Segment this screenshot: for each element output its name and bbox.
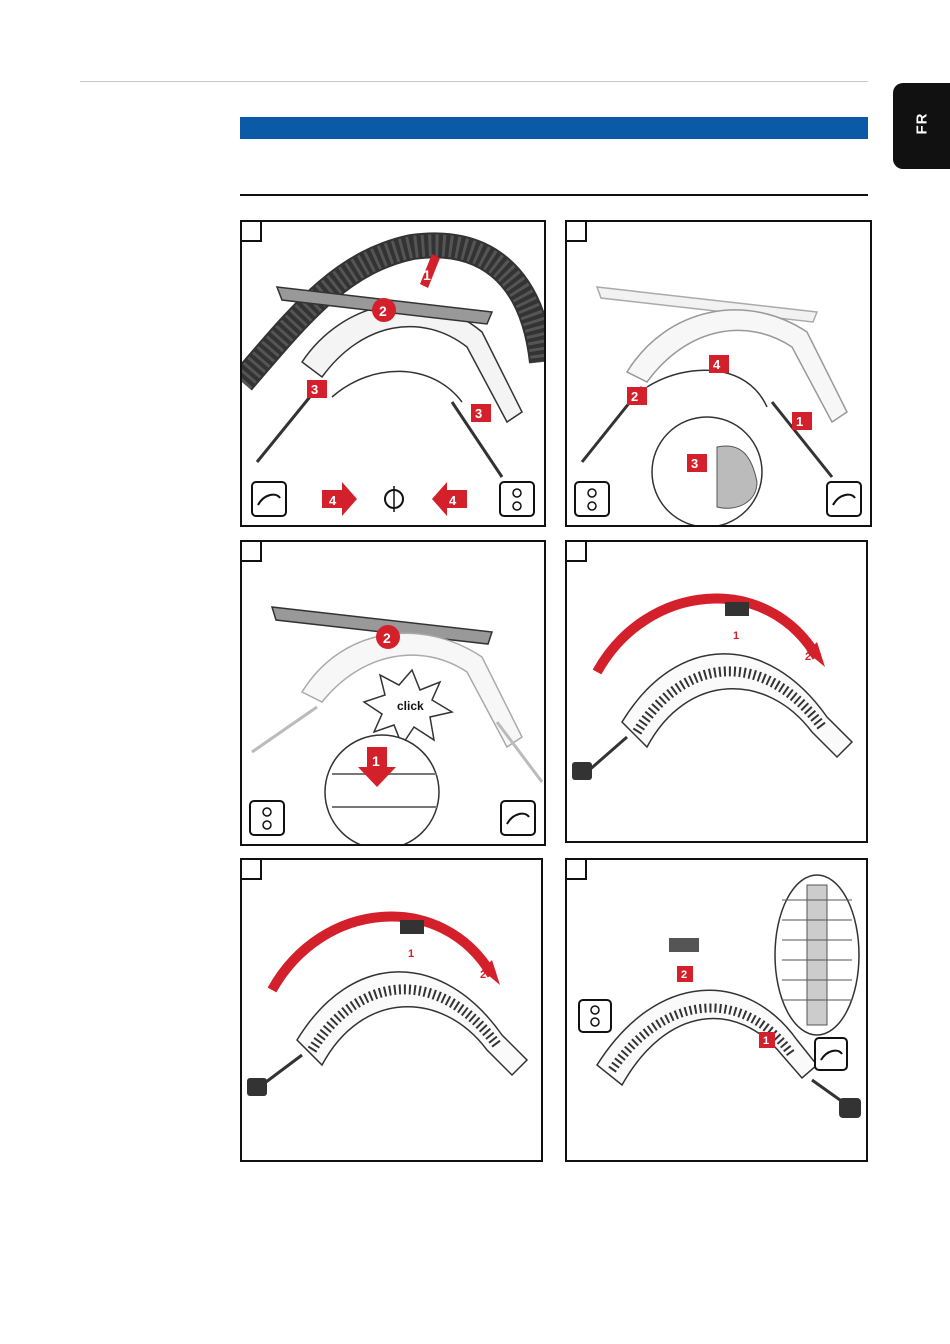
clip-part: [725, 602, 749, 616]
torch-nozzle: [572, 762, 592, 780]
svg-text:2: 2: [631, 389, 638, 404]
figure-panel-4: 1 2: [565, 540, 868, 843]
arrow-callout-1: 1: [408, 948, 414, 960]
svg-text:1: 1: [423, 267, 431, 283]
svg-text:1: 1: [372, 753, 380, 769]
torch-neck: [262, 1055, 302, 1085]
click-label: click: [397, 699, 424, 713]
figure-panel-1: 1 2 3 3 4 4: [240, 220, 546, 527]
svg-text:1: 1: [796, 414, 803, 429]
torch-body: [622, 654, 852, 757]
arrow-callout-2: 2: [805, 651, 811, 663]
svg-text:3: 3: [311, 382, 318, 397]
torch-body-arch: [627, 310, 847, 422]
arrow-left-callout-4: 4: [432, 482, 467, 516]
step-number-box: [242, 860, 262, 880]
torch-neck: [587, 737, 627, 772]
svg-text:4: 4: [449, 493, 457, 508]
svg-text:2: 2: [379, 303, 387, 319]
svg-text:2: 2: [805, 651, 811, 663]
arrow-callout-2: 2: [627, 387, 647, 405]
arrow-callout-2: 2: [677, 966, 693, 982]
svg-text:2: 2: [681, 969, 687, 981]
language-tab[interactable]: FR: [893, 83, 950, 169]
clip-part: [669, 938, 699, 952]
arrow-callout-1: 1: [733, 630, 739, 642]
arrow-callout-1: 1: [759, 1032, 775, 1048]
torch-icon: [815, 1038, 847, 1070]
arrow-callout-3-left: 3: [307, 380, 327, 398]
arrow-callout-2: 2: [480, 969, 486, 981]
liner-left: [252, 707, 317, 752]
torch-handle-end: [839, 1098, 861, 1118]
svg-text:3: 3: [691, 456, 698, 471]
svg-text:2: 2: [383, 630, 391, 646]
section-title-bar: [240, 117, 868, 139]
svg-text:1: 1: [408, 948, 414, 960]
figure-2-illustration: 1 2 3 4: [567, 222, 870, 525]
figure-panel-3: 2 click 1: [240, 540, 546, 846]
wirefeeder-icon: [250, 801, 284, 835]
step-number-box: [567, 222, 587, 242]
arrow-callout-3-right: 3: [471, 404, 491, 422]
figure-1-illustration: 1 2 3 3 4 4: [242, 222, 544, 525]
arrow-callout-1: 1: [792, 412, 812, 430]
torch-icon: [827, 482, 861, 516]
svg-text:4: 4: [713, 357, 721, 372]
torch-icon: [501, 801, 535, 835]
svg-text:4: 4: [329, 493, 337, 508]
section-rule: [240, 194, 868, 196]
svg-text:1: 1: [763, 1035, 769, 1047]
arrow-callout-4: 4: [709, 355, 729, 373]
language-tab-label: FR: [914, 113, 931, 135]
arrow-callout-1: 1: [420, 254, 440, 288]
figure-panel-6: 2 1: [565, 858, 868, 1162]
wirefeeder-icon: [500, 482, 534, 516]
svg-text:1: 1: [733, 630, 739, 642]
torch-body: [297, 972, 527, 1075]
step-number-box: [242, 542, 262, 562]
step-number-box: [242, 222, 262, 242]
figure-panel-2: 1 2 3 4: [565, 220, 872, 527]
figure-6-illustration: 2 1: [567, 860, 866, 1160]
arrow-callout-2: 2: [372, 298, 396, 322]
inner-liner: [332, 371, 462, 402]
arrow-right-callout-4: 4: [322, 482, 357, 516]
arrow-callout-2: 2: [376, 625, 400, 649]
figure-4-illustration: 1 2: [567, 542, 866, 841]
header-rule: [80, 81, 868, 82]
svg-text:2: 2: [480, 969, 486, 981]
figure-5-illustration: 1 2: [242, 860, 541, 1160]
rotate-icon: [385, 486, 403, 512]
torch-nozzle: [247, 1078, 267, 1096]
wirefeeder-icon: [579, 1000, 611, 1032]
svg-text:3: 3: [475, 406, 482, 421]
step-number-box: [567, 542, 587, 562]
wirefeeder-icon: [575, 482, 609, 516]
arrow-callout-3: 3: [687, 454, 707, 472]
step-number-box: [567, 860, 587, 880]
torch-icon: [252, 482, 286, 516]
clip-part: [400, 920, 424, 934]
figure-3-illustration: 2 click 1: [242, 542, 544, 844]
inner-liner: [647, 370, 767, 407]
figure-panel-5: 1 2: [240, 858, 543, 1162]
detail-spine: [807, 885, 827, 1025]
